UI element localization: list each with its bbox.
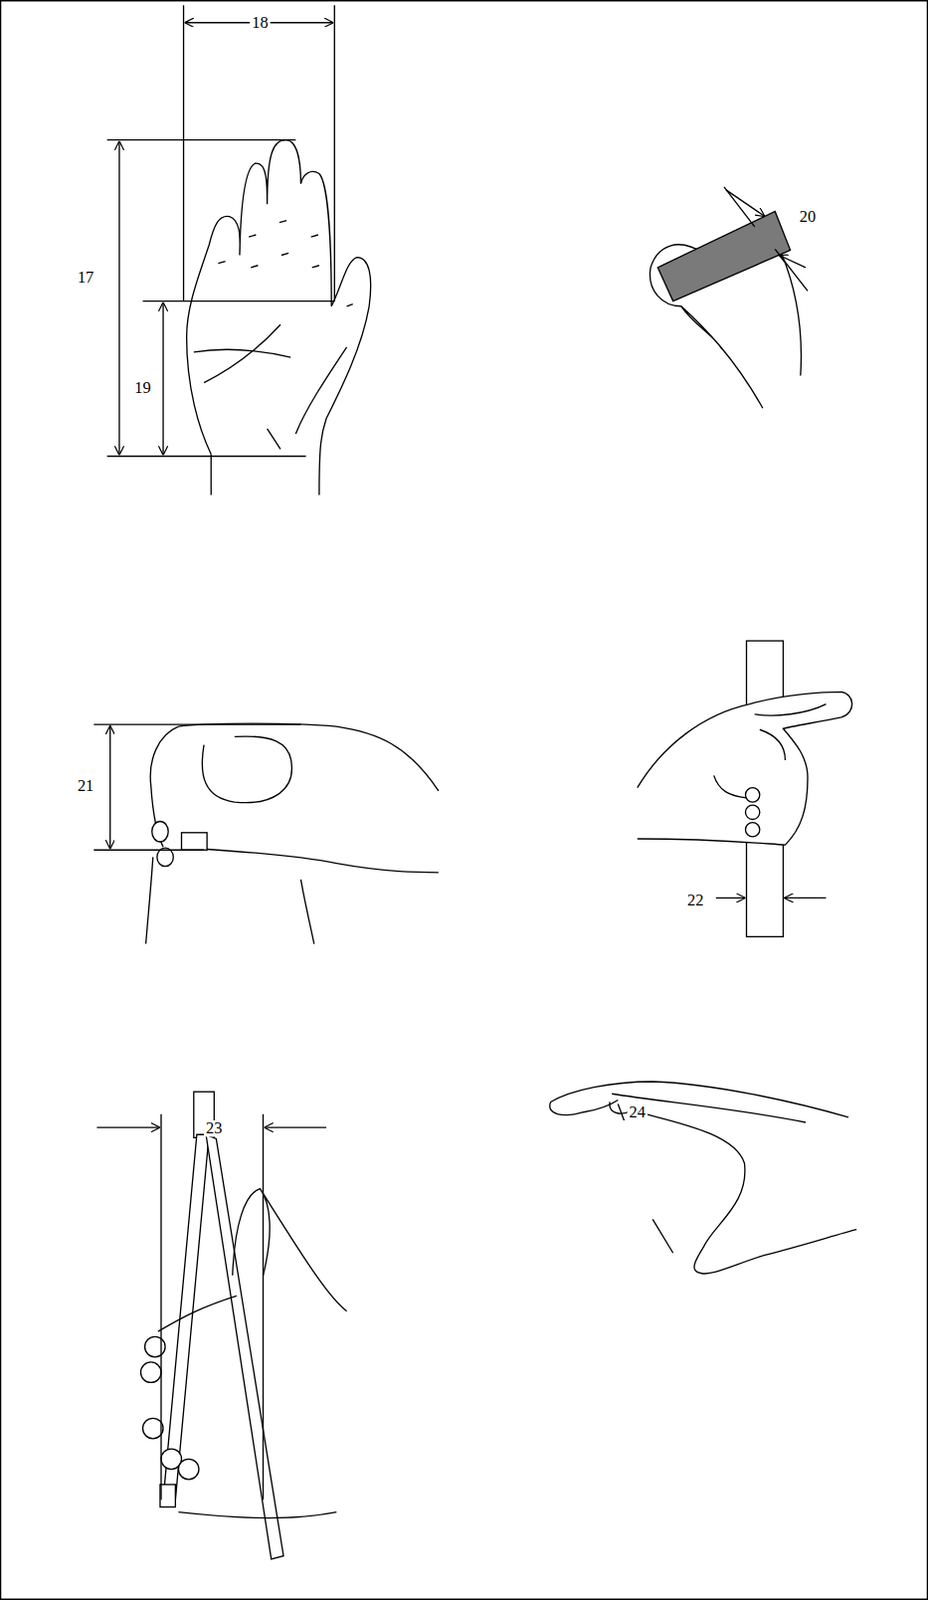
dimension-arrow [783,897,826,899]
hand-outline [637,691,853,845]
rod [163,1133,209,1499]
span-hand [550,1081,857,1274]
finger [140,1361,162,1383]
dimension-arrow [96,1125,161,1127]
knuckle [744,804,759,819]
knuckle [744,787,759,802]
dimension-number: 19 [132,378,154,395]
palm-lines [193,324,348,449]
finger [143,1417,165,1439]
dimension-number: 21 [75,776,97,793]
knuckle [744,822,759,837]
dimension-number: 20 [797,207,819,224]
hand-outline [550,1081,857,1274]
dimension-number: 22 [685,891,707,908]
dimension-arrow [716,897,746,899]
fingertip [157,847,174,866]
dimension-number: 24 [627,1104,649,1120]
hand-outline [186,140,372,496]
hand-outline [158,1188,348,1518]
dimension-arrow [778,255,806,268]
pinched-object [181,832,207,850]
extension-lines [107,4,336,456]
extension-lines [724,186,808,292]
open-hand [107,4,372,495]
wrist-line [210,453,212,495]
fingertip [152,821,169,843]
bar-grip-hand [649,186,808,408]
extension-lines [93,724,301,850]
dimension-line [118,141,120,456]
fingertip [160,1484,176,1507]
dimension-number: 23 [203,1119,225,1136]
side-hand [93,723,439,943]
hand-outline [146,723,439,943]
finger-creases [217,220,353,307]
dimension-arrow [264,1125,328,1127]
finger [145,1335,167,1357]
dimension-line [109,725,111,849]
gripped-bar [657,210,790,301]
dimension-arrow [726,189,765,217]
dimension-number: 17 [75,269,97,286]
leader-line [617,1104,673,1254]
dimension-number: 18 [249,13,271,30]
rod [205,1133,284,1559]
finger [178,1458,199,1480]
rod-grip-hand [637,640,853,936]
spread-hand [96,1091,347,1559]
extension-lines [161,1113,264,1500]
dimension-line [162,302,164,456]
finger-lines [714,704,827,798]
